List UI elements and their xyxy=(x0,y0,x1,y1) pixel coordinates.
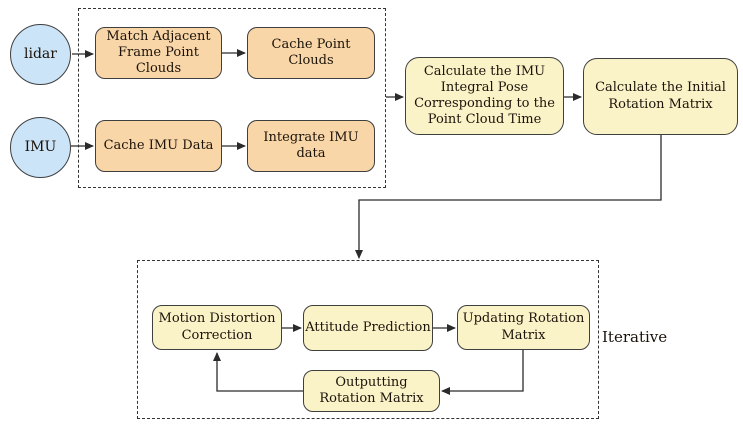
node-attitude-prediction-label: Attitude Prediction xyxy=(305,319,431,335)
node-cache-imu-data-label: Cache IMU Data xyxy=(103,137,214,153)
iterative-label: Iterative xyxy=(602,328,668,346)
node-match-adjacent: Match Adjacent Frame Point Clouds xyxy=(95,27,222,79)
node-initial-rotation-matrix-label: Calculate the Initial Rotation Matrix xyxy=(595,80,726,112)
arrow-initial-rotation-to-iterative-group xyxy=(355,135,662,259)
node-integrate-imu-data: Integrate IMU data xyxy=(247,120,375,172)
node-cache-imu-data: Cache IMU Data xyxy=(95,120,222,172)
node-imu: IMU xyxy=(10,117,71,178)
node-attitude-prediction: Attitude Prediction xyxy=(303,305,433,351)
node-integrate-imu-data-label: Integrate IMU data xyxy=(263,129,359,161)
node-match-adjacent-label: Match Adjacent Frame Point Clouds xyxy=(106,28,211,77)
node-motion-distortion-correction-label: Motion Distortion Correction xyxy=(158,311,276,343)
node-updating-rotation-matrix-label: Updating Rotation Matrix xyxy=(462,311,585,343)
node-outputting-rotation-matrix: Outputting Rotation Matrix xyxy=(303,370,440,412)
node-updating-rotation-matrix: Updating Rotation Matrix xyxy=(457,305,590,350)
node-outputting-rotation-matrix-label: Outputting Rotation Matrix xyxy=(319,374,424,406)
node-imu-label: IMU xyxy=(24,138,57,155)
node-cache-point-clouds: Cache Point Clouds xyxy=(247,27,375,79)
group-iterative xyxy=(137,260,599,419)
node-lidar: lidar xyxy=(10,24,71,85)
node-motion-distortion-correction: Motion Distortion Correction xyxy=(152,305,282,350)
node-cache-point-clouds-label: Cache Point Clouds xyxy=(271,36,351,68)
group-preprocessing xyxy=(78,8,386,188)
node-initial-rotation-matrix: Calculate the Initial Rotation Matrix xyxy=(583,58,738,135)
node-imu-integral-pose: Calculate the IMU Integral Pose Correspo… xyxy=(405,57,564,135)
node-lidar-label: lidar xyxy=(24,45,57,62)
node-imu-integral-pose-label: Calculate the IMU Integral Pose Correspo… xyxy=(414,63,555,128)
